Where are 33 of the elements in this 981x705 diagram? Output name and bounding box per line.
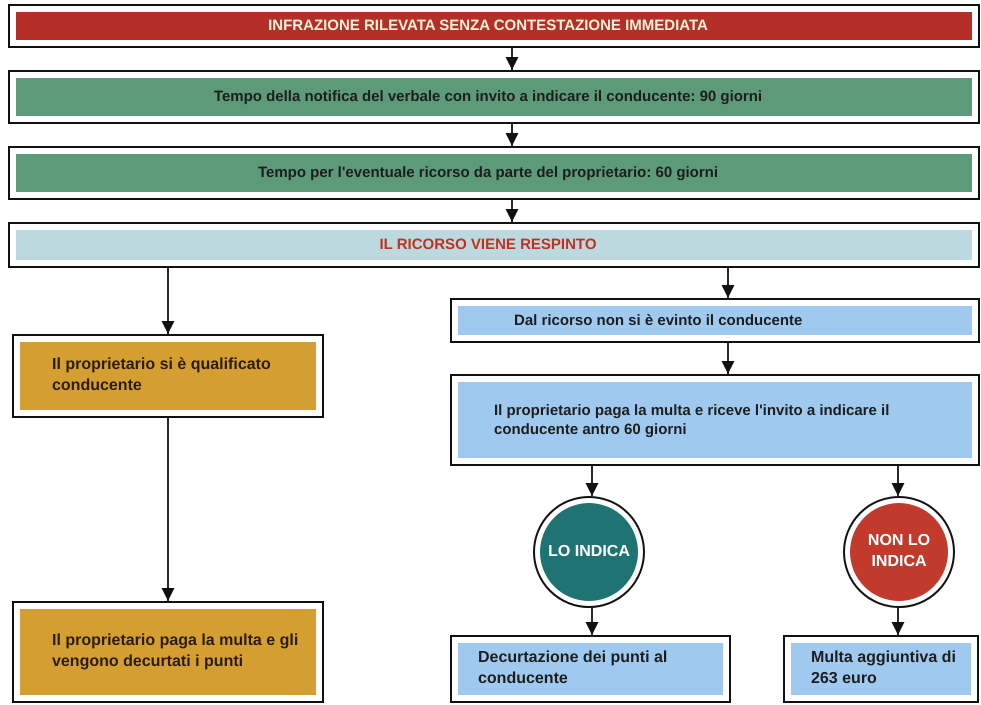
box-text: Tempo della notifica del verbale con invito a indicare il conducente: 90 giorni (16, 78, 972, 116)
process-box (8, 146, 980, 200)
process-box (12, 601, 324, 703)
process-box (8, 70, 980, 124)
process-box (12, 334, 324, 418)
box-text: INFRAZIONE RILEVATA SENZA CONTESTAZIONE IMMEDIATA (16, 12, 972, 40)
box-text: Il proprietario si è qualificato conducente (20, 342, 316, 410)
arrow (506, 200, 518, 222)
box-text: Il proprietario paga la multa e riceve l'invito a indicare il conducente antro 60 giorni (458, 382, 972, 458)
box-text: IL RICORSO VIENE RESPINTO (16, 230, 972, 260)
process-box (450, 635, 731, 703)
process-box (450, 374, 980, 466)
box-text: LO INDICA (540, 503, 638, 601)
box-text: Decurtazione dei punti al conducente (458, 643, 723, 695)
box-text: NON LO INDICA (850, 503, 948, 601)
arrow (722, 343, 734, 374)
box-text: Dal ricorso non si è evinto il conducente (458, 306, 972, 335)
process-box (783, 635, 979, 703)
process-box (8, 222, 980, 268)
box-text: Multa aggiuntiva di 263 euro (791, 643, 971, 695)
arrow (586, 466, 598, 496)
arrow (162, 418, 174, 601)
arrow (506, 48, 518, 70)
arrow (722, 268, 734, 298)
arrow (892, 608, 904, 635)
box-text: Tempo per l'eventuale ricorso da parte del proprietario: 60 giorni (16, 154, 972, 192)
process-box (8, 4, 980, 48)
process-box (450, 298, 980, 343)
arrow (586, 608, 598, 635)
arrow (892, 466, 904, 496)
arrow (506, 124, 518, 146)
box-text: Il proprietario paga la multa e gli vengono decurtati i punti (20, 609, 316, 695)
arrow (162, 268, 174, 334)
